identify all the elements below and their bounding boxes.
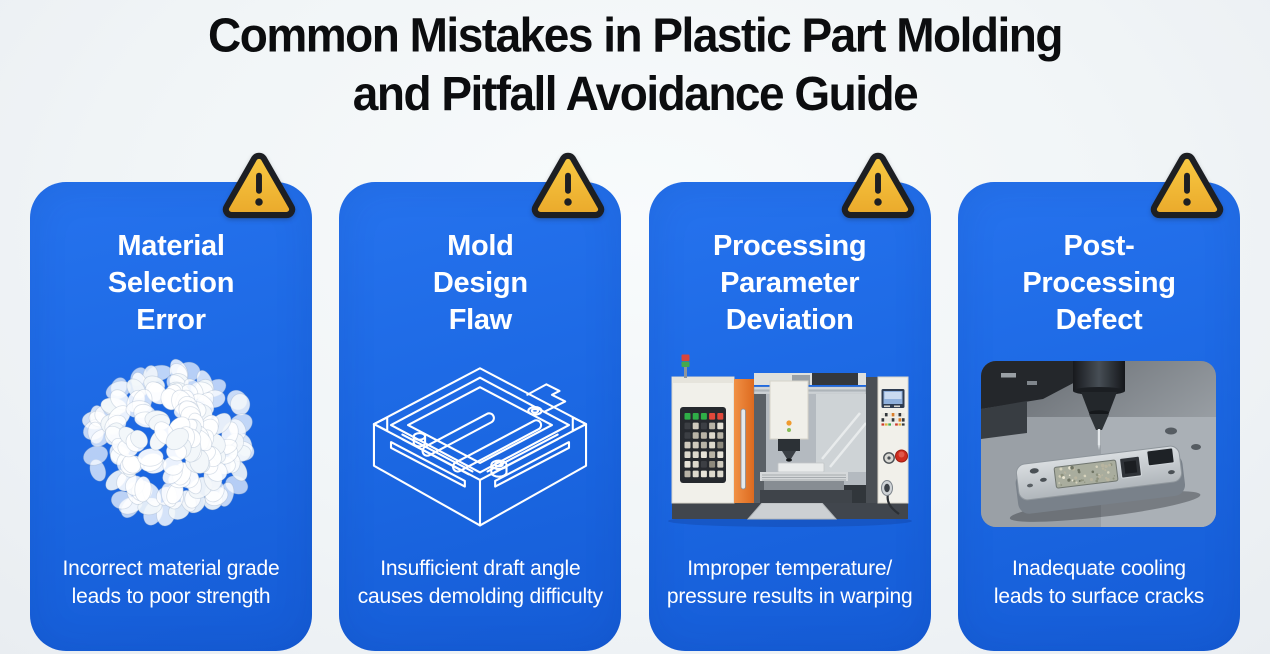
warning-icon	[841, 151, 915, 219]
mold-line-drawing	[339, 348, 621, 540]
warning-icon	[1150, 151, 1224, 219]
warning-icon	[531, 151, 605, 219]
card-title: Processing Parameter Deviation	[712, 230, 867, 336]
card-description: Improper temperature/ pressure results i…	[666, 557, 913, 608]
card-post-processing-defect: Post- Processing Defect	[957, 152, 1240, 651]
warning-icon	[222, 151, 296, 219]
card-title: Post- Processing Defect	[1022, 230, 1176, 336]
card-processing-parameter-deviation: Processing Parameter Deviation	[648, 152, 931, 651]
card-title: Mold Design Flaw	[432, 230, 528, 336]
card-title: Material Selection Error	[107, 230, 235, 336]
plastic-pellets-image	[30, 348, 312, 540]
card-mold-design-flaw: Mold Design Flaw	[339, 152, 622, 651]
card-material-selection-error: Material Selection Error Incorrect mater…	[30, 152, 312, 651]
card-description: Insufficient draft angle causes demoldin…	[357, 557, 603, 608]
card-description: Inadequate cooling leads to surface crac…	[993, 557, 1205, 608]
cnc-machine-image	[649, 348, 931, 540]
cards-row: Material Selection Error Incorrect mater…	[30, 152, 1240, 651]
machining-close-up-image	[958, 348, 1240, 540]
card-description: Incorrect material grade leads to poor s…	[62, 557, 280, 608]
page-title: Common Mistakes in Plastic Part Molding …	[208, 7, 1064, 121]
